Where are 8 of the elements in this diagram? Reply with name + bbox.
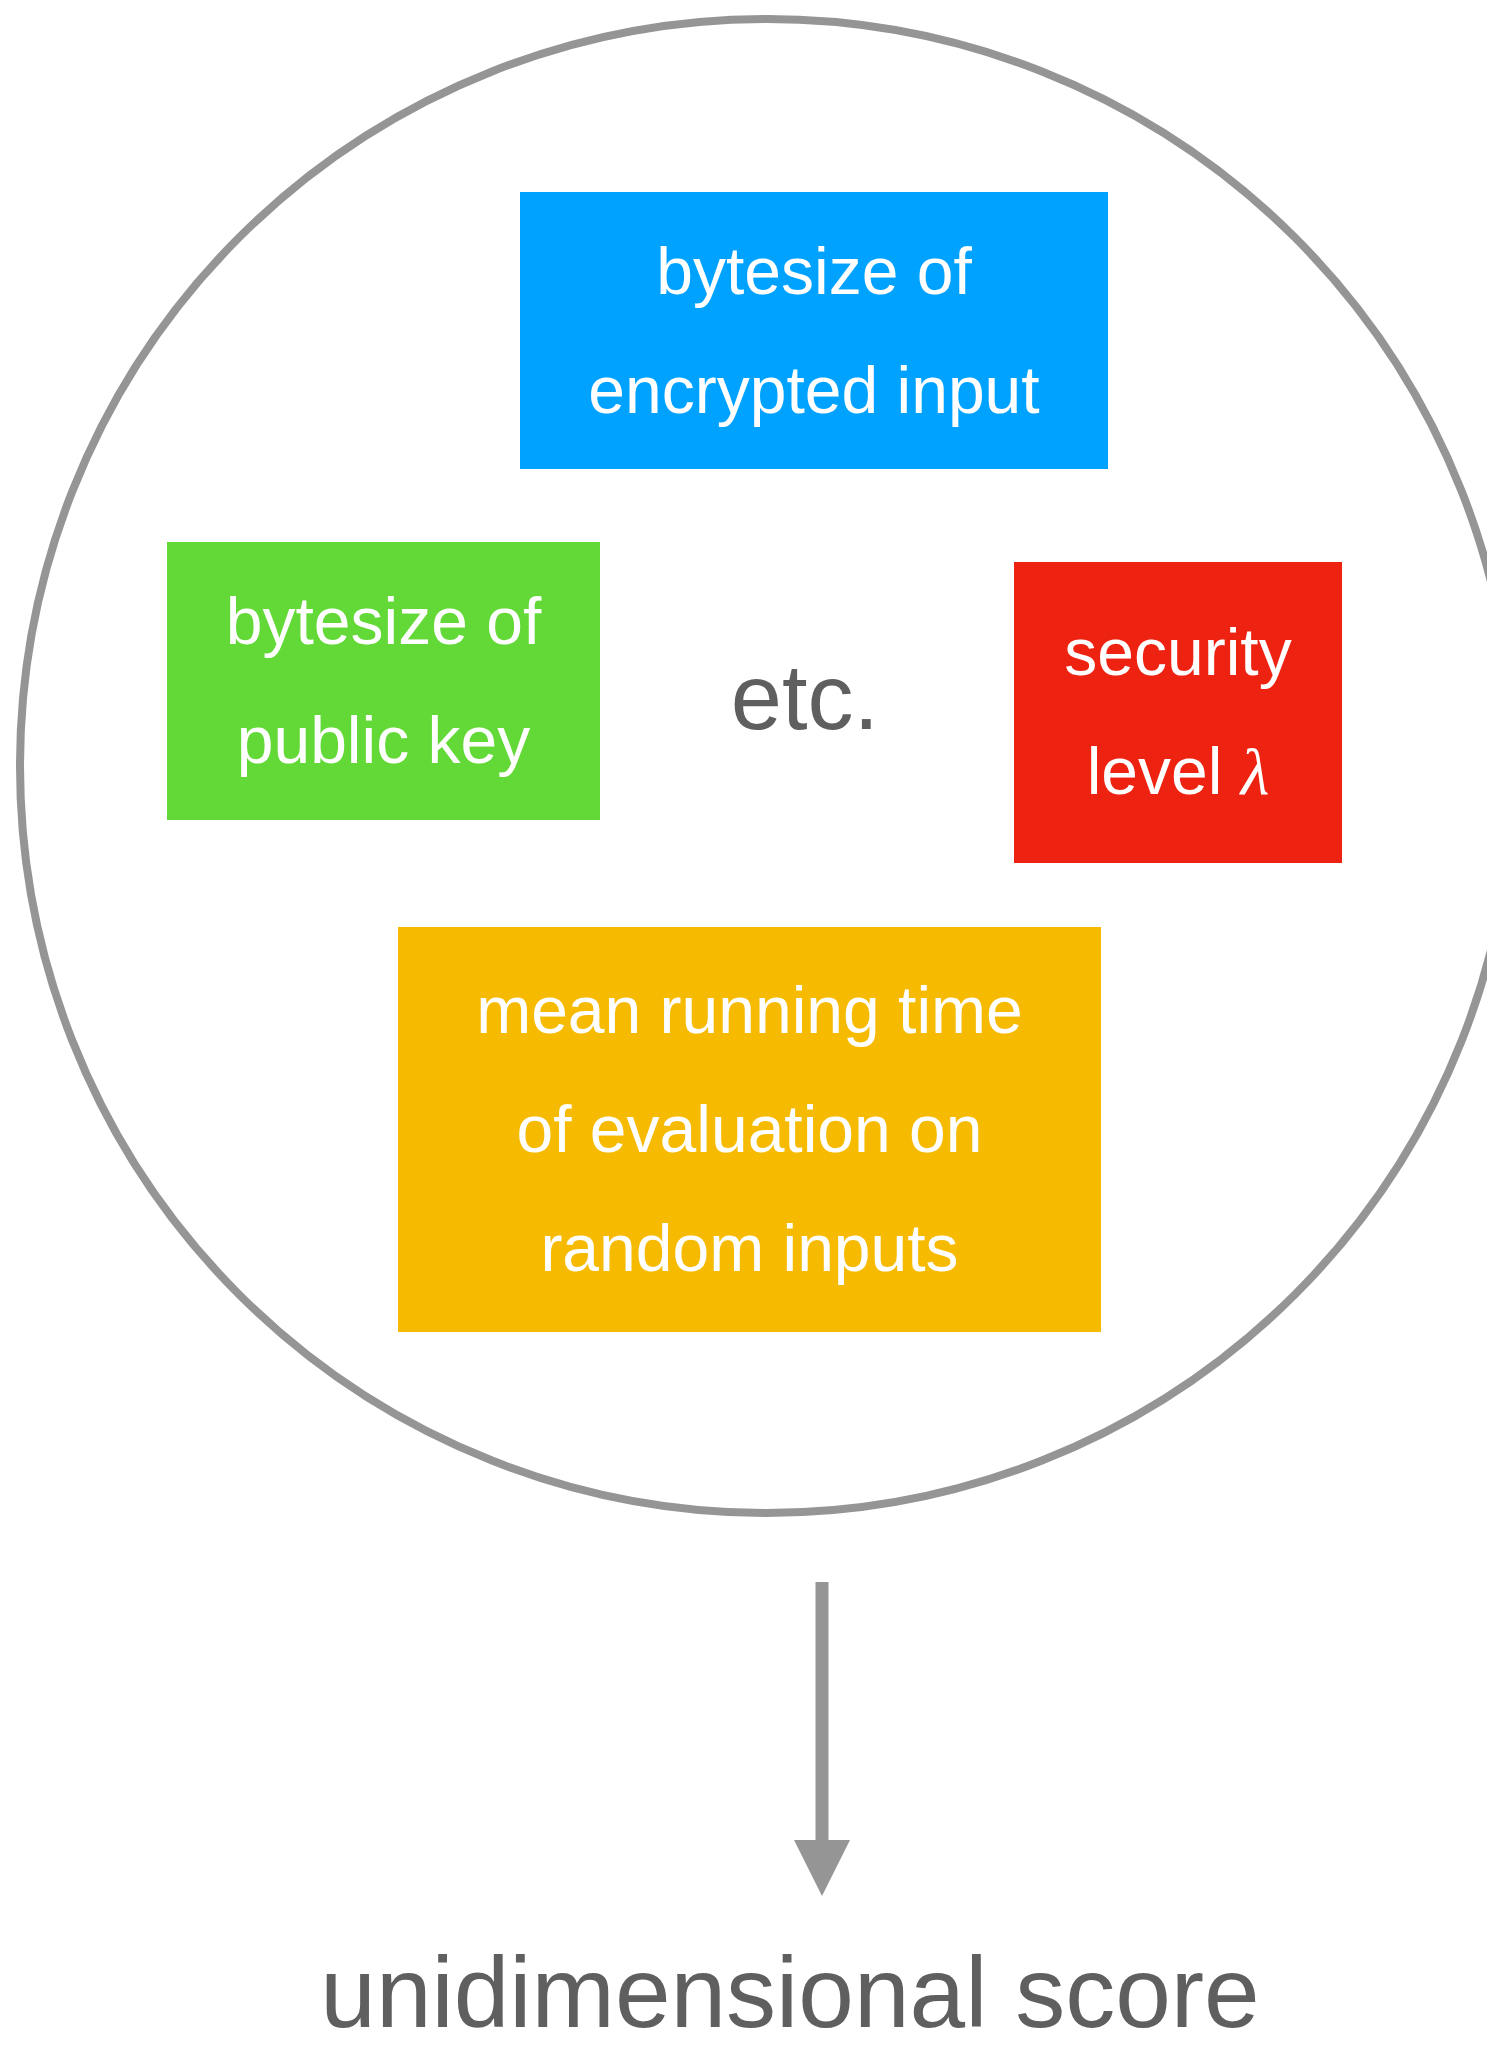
- note-text: etc.: [729, 645, 881, 750]
- circle-outline: [16, 15, 1487, 1517]
- metric-box: security level λ: [1014, 562, 1342, 863]
- metric-box: mean running time of evaluation on random inputs: [398, 927, 1101, 1332]
- metric-box: bytesize of public key: [167, 542, 600, 820]
- output-text: unidimensional score: [200, 1930, 1380, 2055]
- arrow: [794, 1582, 850, 1896]
- metric-box: bytesize of encrypted input: [520, 192, 1108, 469]
